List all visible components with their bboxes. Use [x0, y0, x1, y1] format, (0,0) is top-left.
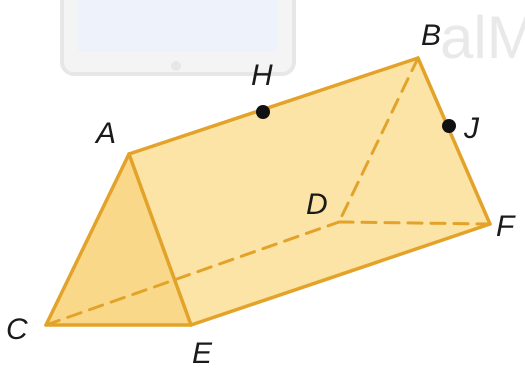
vertex-label-C: C: [6, 313, 28, 346]
tablet-watermark-icon: [60, 0, 296, 76]
vertex-label-B: B: [421, 19, 441, 52]
edge-AE: [127, 152, 193, 327]
visible-edges: [44, 56, 492, 327]
edge-EF: [189, 222, 492, 327]
edge-CD: [44, 220, 341, 327]
point-label-H: H: [251, 59, 273, 92]
front-triangle-face: [46, 154, 191, 325]
point-label-J: J: [463, 112, 480, 145]
edge-BF: [416, 56, 492, 226]
edge-BD: [337, 56, 420, 224]
hidden-edges: [44, 56, 492, 327]
vertex-label-E: E: [192, 337, 213, 370]
edge-AB: [127, 56, 420, 156]
vertex-label-A: A: [94, 117, 116, 150]
edge-AC: [44, 152, 131, 327]
watermark-text: alM: [440, 4, 525, 71]
point-J-dot: [442, 119, 456, 133]
edge-DF: [337, 220, 492, 226]
point-H-dot: [256, 105, 270, 119]
vertex-label-F: F: [496, 210, 516, 243]
vertex-label-D: D: [306, 188, 328, 221]
